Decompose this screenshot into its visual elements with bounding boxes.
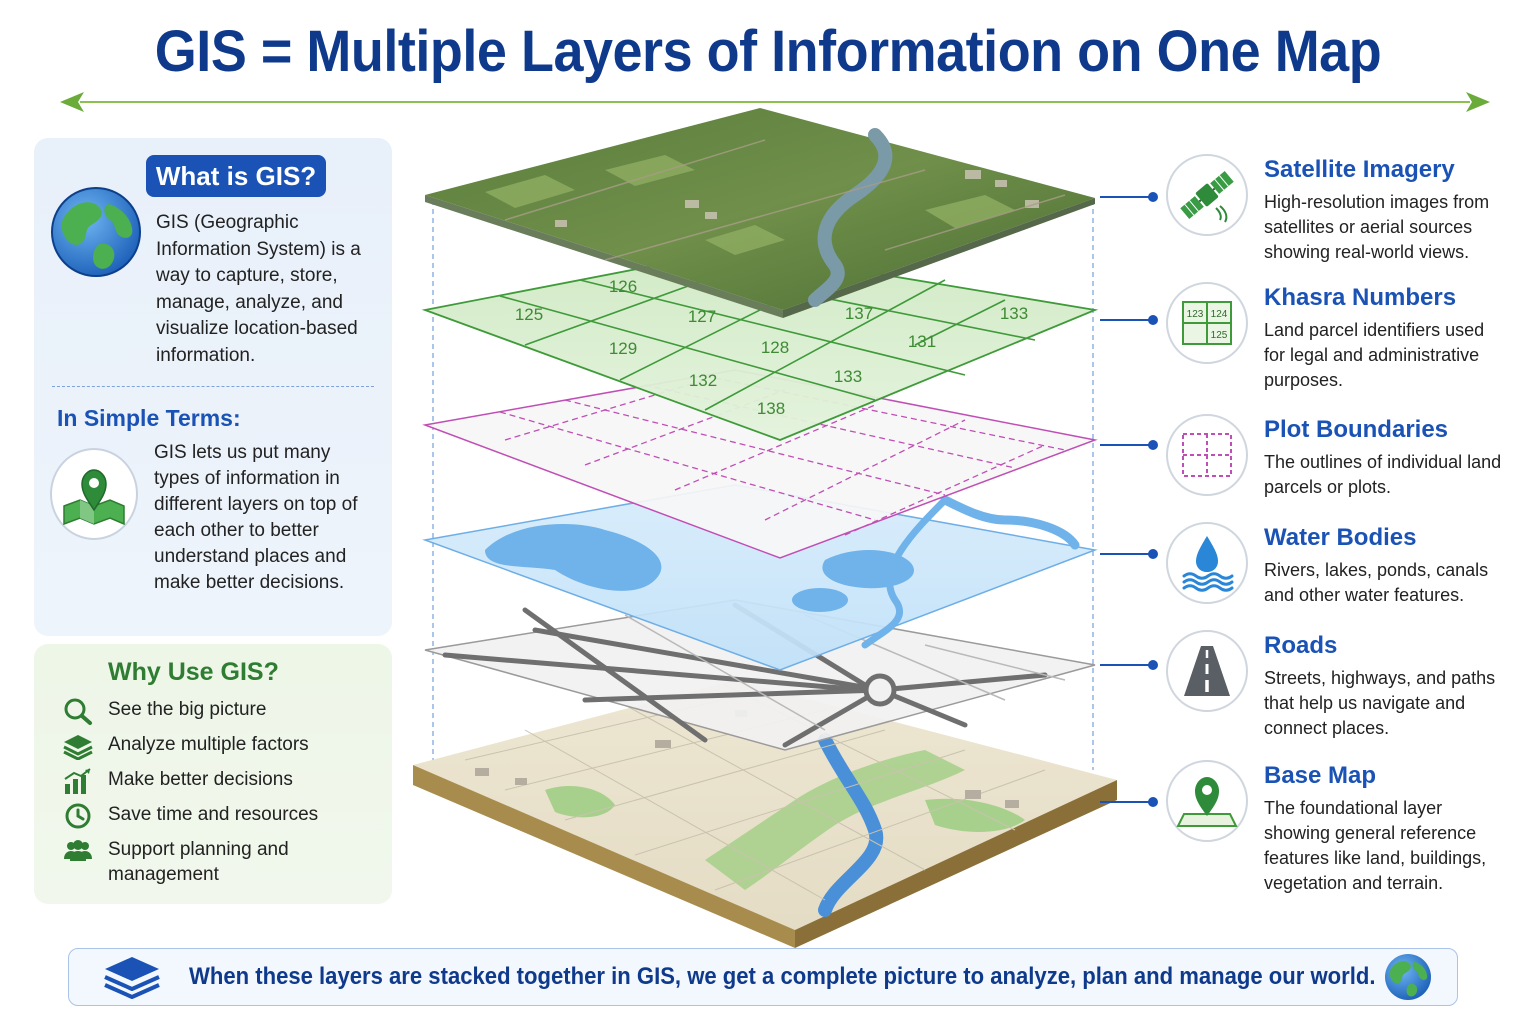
- title-double-arrow: [60, 92, 1490, 112]
- base-map-layer: [413, 680, 1117, 948]
- page-title: GIS = Multiple Layers of Information on …: [154, 19, 1382, 84]
- layer-description: Rivers, lakes, ponds, canals and other w…: [1264, 560, 1489, 605]
- khasra-label: 129: [609, 339, 637, 358]
- road-icon: [1184, 646, 1230, 696]
- khasra-label: 128: [761, 338, 789, 357]
- connector-line: [1100, 319, 1152, 321]
- satellite-badge: [1166, 154, 1248, 236]
- magnifier-icon: [64, 698, 92, 725]
- simple-terms-text: GIS lets us put many types of informatio…: [154, 442, 358, 593]
- roads-badge: [1166, 630, 1248, 712]
- benefit-label: See the big picture: [108, 699, 267, 720]
- list-item: Save time and resources: [62, 802, 382, 829]
- khasra-label: 133: [1000, 304, 1028, 323]
- list-item: Analyze multiple factors: [62, 732, 382, 760]
- connector-dot: [1148, 315, 1158, 325]
- khasra-label: 133: [834, 367, 862, 386]
- list-item: Support planning and management: [62, 837, 382, 887]
- base-map-badge: [1166, 760, 1248, 842]
- khasra-numbers-layer: 125 126 127 137 133 129 128 131 132 133 …: [421, 249, 1099, 441]
- connector-dot: [1148, 192, 1158, 202]
- benefit-label: Support planning and management: [108, 839, 289, 885]
- parcel-number: 125: [1211, 330, 1228, 341]
- summary-banner: When these layers are stacked together i…: [68, 948, 1458, 1006]
- bar-chart-icon: [64, 768, 91, 794]
- khasra-label: 127: [688, 307, 716, 326]
- layer-title: Water Bodies: [1264, 524, 1417, 551]
- benefits-list: See the big picture Analyze multiple fac…: [62, 697, 382, 897]
- why-use-gis-heading: Why Use GIS?: [108, 658, 279, 686]
- list-item: See the big picture: [62, 697, 382, 725]
- layer-description: High-resolution images from satellites o…: [1264, 192, 1490, 262]
- layer-description: Streets, highways, and paths that help u…: [1264, 668, 1496, 738]
- satellite-icon: [1180, 170, 1234, 223]
- connector-line: [1100, 444, 1152, 446]
- layer-title: Roads: [1264, 632, 1338, 659]
- satellite-imagery-layer: [425, 108, 1095, 318]
- gis-definition-text: is a way to capture, store, manage, anal…: [156, 238, 361, 366]
- clock-icon: [65, 803, 91, 829]
- layer-description: Land parcel identifiers used for legal a…: [1264, 320, 1485, 390]
- khasra-label: 131: [908, 332, 936, 351]
- earth-globe-icon: [1385, 954, 1431, 1000]
- gis-layer-stack: 125 126 127 137 133 129 128 131 132 133 …: [413, 108, 1117, 948]
- people-icon: [64, 840, 92, 861]
- connector-line: [1100, 196, 1152, 198]
- stacked-layers-icon: [104, 957, 160, 999]
- folded-map-pin-icon: [63, 469, 125, 526]
- gis-definition: GIS (Geographic Information System) is a…: [156, 210, 381, 369]
- connector-dot: [1148, 797, 1158, 807]
- khasra-label: 126: [609, 277, 637, 296]
- khasra-badge: 123 124 125: [1166, 282, 1248, 364]
- khasra-label: 137: [845, 304, 873, 323]
- summary-text: When these layers are stacked together i…: [189, 963, 1376, 990]
- layer-description: The foundational layer showing general r…: [1264, 798, 1487, 893]
- connector-line: [1100, 664, 1152, 666]
- parcel-number: 124: [1211, 309, 1228, 320]
- benefit-label: Make better decisions: [108, 769, 293, 790]
- layer-title: Satellite Imagery: [1264, 156, 1455, 183]
- water-bodies-badge: [1166, 522, 1248, 604]
- layers-icon: [63, 735, 93, 760]
- gis-term: GIS (Geographic Information System): [156, 212, 326, 260]
- plot-boundaries-badge: [1166, 414, 1248, 496]
- connector-line: [1100, 553, 1152, 555]
- parcel-grid-icon: 123 124 125: [1182, 301, 1232, 345]
- simple-terms-heading: In Simple Terms:: [57, 405, 241, 431]
- parcel-number: 123: [1187, 309, 1204, 320]
- map-pin-badge: [50, 448, 138, 540]
- list-item: Make better decisions: [62, 767, 382, 794]
- layer-title: Base Map: [1264, 762, 1377, 789]
- what-is-gis-heading: What is GIS?: [146, 155, 326, 197]
- connector-line: [1100, 801, 1152, 803]
- water-drop-icon: [1182, 536, 1234, 592]
- panel-divider: [52, 386, 374, 387]
- khasra-label: 125: [515, 305, 543, 324]
- khasra-label: 138: [757, 399, 785, 418]
- why-use-gis-panel: [34, 644, 392, 904]
- connector-dot: [1148, 440, 1158, 450]
- map-pin-icon: [1176, 777, 1238, 827]
- roads-layer: [424, 599, 1096, 751]
- benefit-label: Save time and resources: [108, 804, 319, 825]
- khasra-label: 132: [689, 371, 717, 390]
- layer-title: Plot Boundaries: [1264, 416, 1449, 443]
- boundary-icon: [1182, 433, 1232, 477]
- connector-dot: [1148, 549, 1158, 559]
- layer-description: The outlines of individual land parcels …: [1264, 452, 1502, 497]
- layer-title: Khasra Numbers: [1264, 284, 1457, 311]
- connector-dot: [1148, 660, 1158, 670]
- globe-icon: [51, 187, 141, 277]
- water-bodies-layer: [422, 484, 1098, 671]
- benefit-label: Analyze multiple factors: [108, 734, 309, 755]
